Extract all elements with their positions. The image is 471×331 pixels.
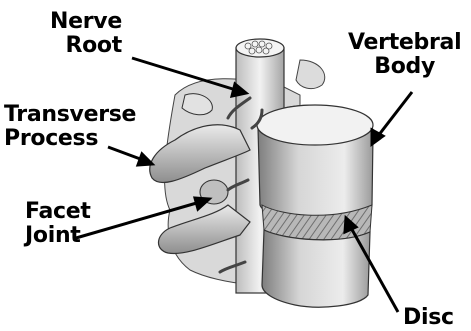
facet-joint-label: Facet Joint — [25, 200, 91, 248]
vertebral-body-pointer — [378, 92, 412, 136]
disc-label: Disc — [403, 306, 454, 330]
nerve-root-label-line2: Root — [50, 34, 122, 58]
vertebral-body-label: Vertebral Body — [348, 31, 461, 79]
nerve-root-pointer — [132, 58, 236, 90]
transverse-process-label: Transverse Process — [4, 103, 136, 151]
transverse-process-label-line2: Process — [4, 127, 136, 151]
facet-joint-label-line1: Facet — [25, 200, 91, 224]
vertebral-body-shape — [257, 105, 373, 222]
nerve-root-label: Nerve Root — [50, 10, 122, 58]
nerve-root-label-line1: Nerve — [50, 10, 122, 34]
disc-label-text: Disc — [403, 306, 454, 330]
vertebral-body-label-line2: Body — [348, 55, 461, 79]
vertebral-body-label-line1: Vertebral — [348, 31, 461, 55]
facet-joint-label-line2: Joint — [25, 224, 91, 248]
transverse-process-label-line1: Transverse — [4, 103, 136, 127]
lower-vertebral-body-shape — [262, 230, 370, 307]
